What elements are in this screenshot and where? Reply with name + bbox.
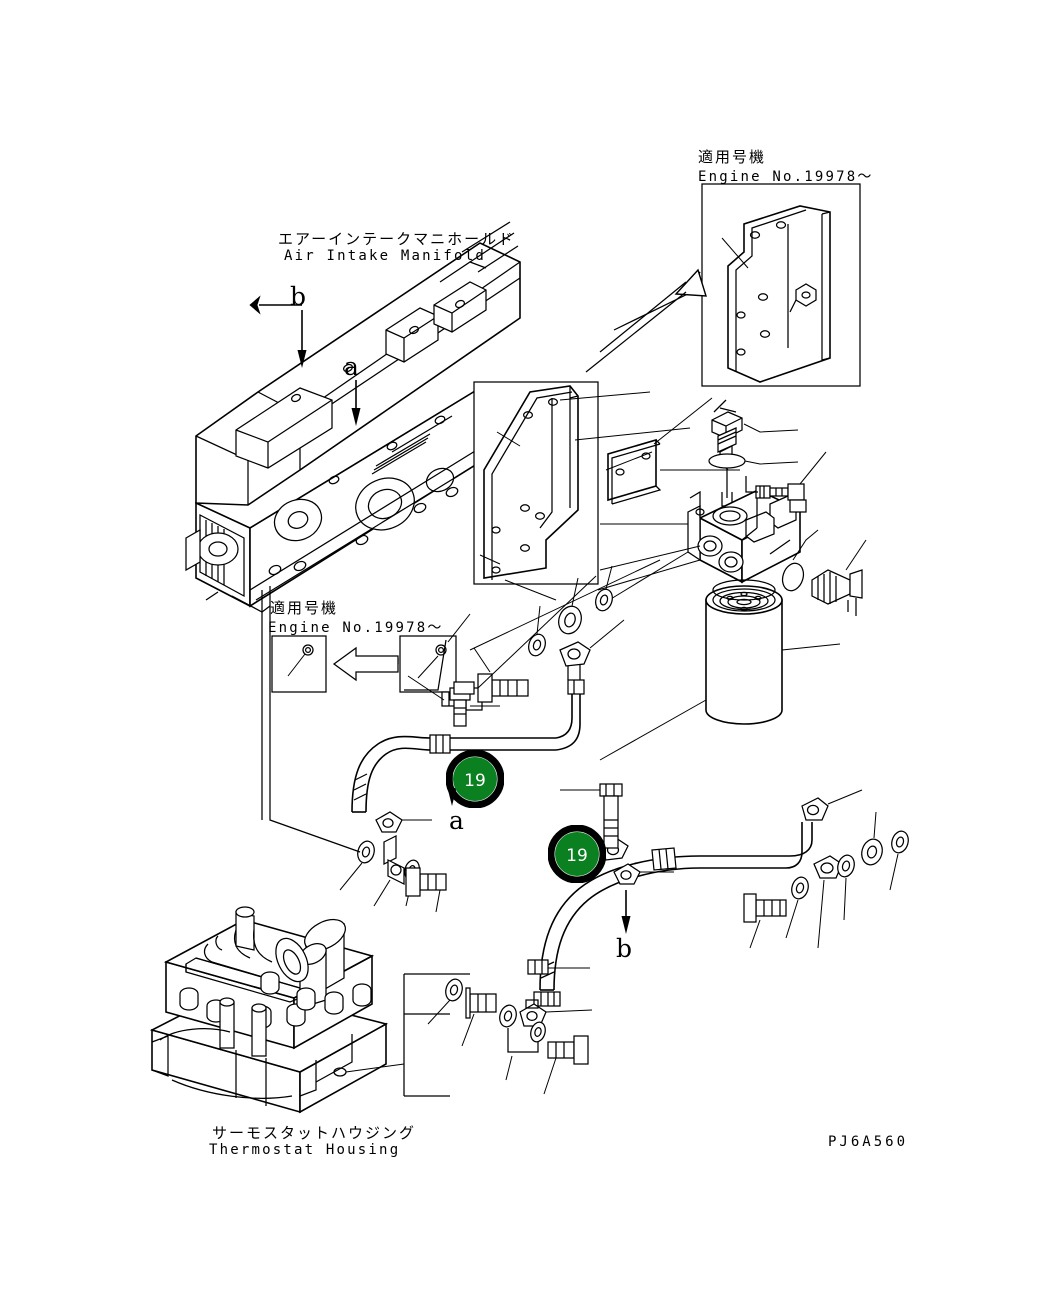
marker-b-top-arrow (297, 310, 307, 368)
marker-a-top: a (344, 352, 359, 381)
marker-b-top: b (290, 282, 307, 311)
filter-head-group (595, 399, 867, 616)
marker-a-bottom: a (449, 806, 464, 835)
elbow-fitting (745, 451, 827, 513)
marker-a-top-arrow (351, 380, 361, 426)
applicable-mid-label-en: Engine No.19978〜 (268, 620, 444, 636)
applicable-mid-label-jp: 適用号機 (270, 599, 339, 617)
applicable-top-label-en: Engine No.19978〜 (698, 169, 874, 185)
callout-fill (555, 832, 599, 876)
air-intake-manifold-label-en: Air Intake Manifold (284, 248, 486, 264)
oil-hose-lower (533, 789, 863, 1007)
thermostat-housing-label-jp: サーモスタットハウジング (212, 1124, 417, 1142)
sensor-right (811, 539, 867, 616)
air-intake-manifold-label-jp: エアーインテークマニホールド (278, 230, 516, 248)
air-intake-manifold (185, 221, 521, 613)
o-ring-upper (708, 453, 746, 469)
callout-19-upper-text: 19 (464, 771, 486, 791)
detail-inset-left (261, 590, 471, 820)
thermostat-housing (149, 906, 470, 1114)
oil-filter-cartridge (599, 579, 841, 761)
marker-b-bottom: b (616, 934, 633, 963)
callout-19-lower-text: 19 (566, 846, 588, 866)
banjo-bolt-set (339, 565, 909, 1095)
marker-b-bottom-arrow (621, 890, 631, 934)
callout-19-upper[interactable]: 19 (446, 750, 504, 808)
oil-cooler-plate (473, 381, 691, 601)
o-ring-lower (781, 562, 805, 592)
callout-19-lower[interactable]: 19 (548, 825, 606, 883)
bracket-plate-inset (585, 183, 861, 387)
callout-fill (453, 757, 497, 801)
drawing-code: PJ6A560 (828, 1134, 909, 1150)
thermostat-housing-label-en: Thermostat Housing (209, 1142, 401, 1158)
applicable-top-label-jp: 適用号機 (698, 148, 767, 166)
oil-hose-upper (351, 619, 625, 813)
